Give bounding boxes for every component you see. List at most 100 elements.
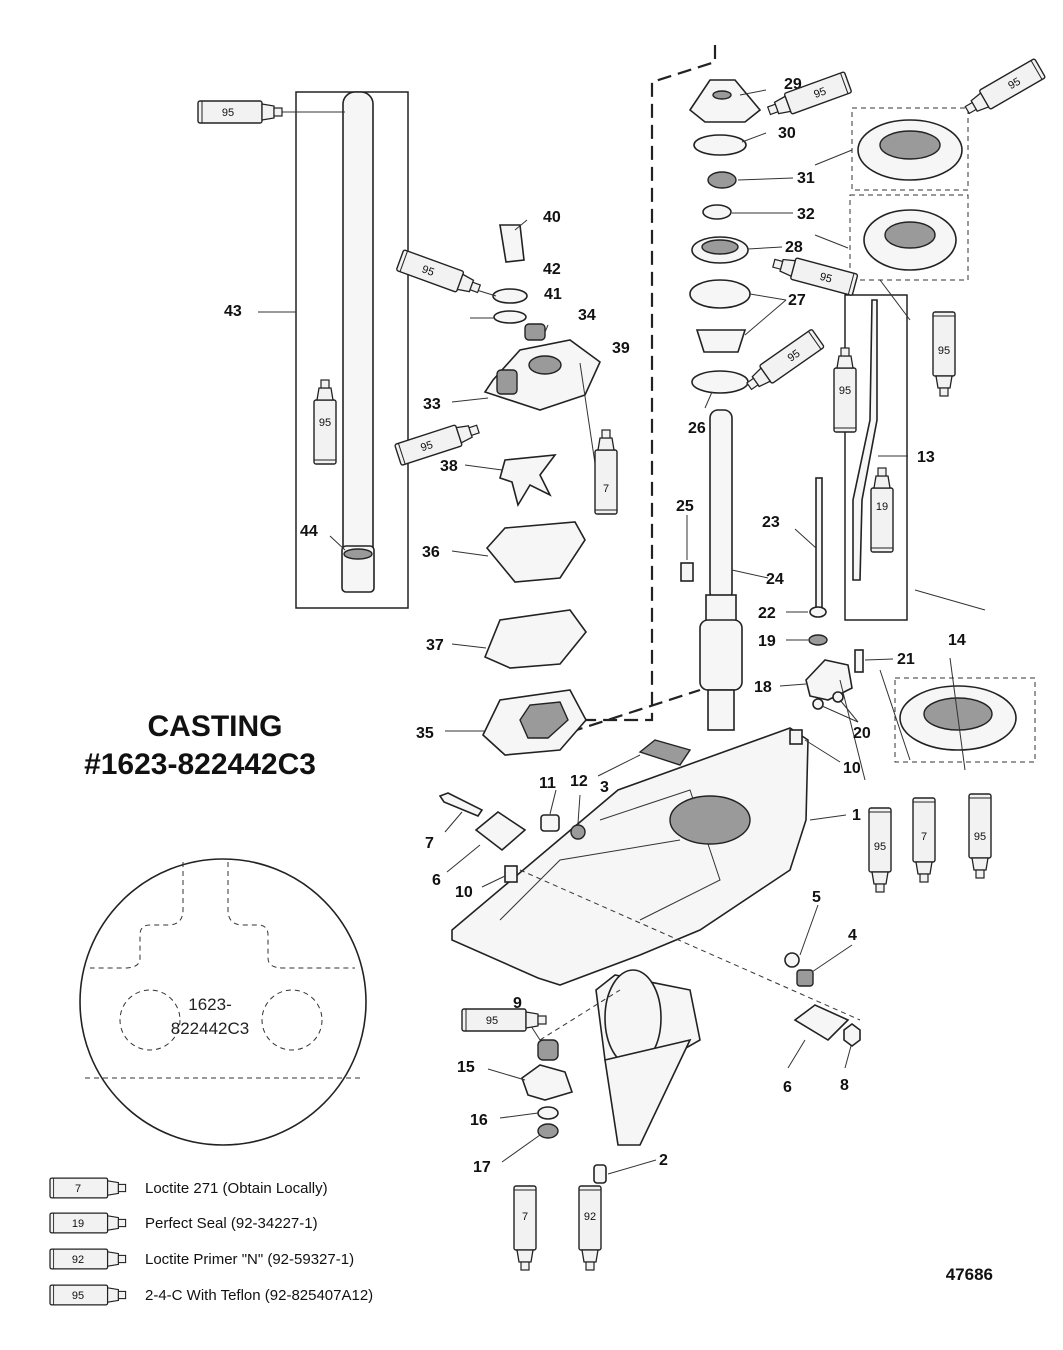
washer-22 [809, 606, 827, 618]
oring-26 [691, 370, 749, 394]
svg-text:19: 19 [72, 1218, 84, 1230]
anode-6 [474, 811, 527, 852]
tube-label: 95 [222, 107, 234, 119]
figure-number: 47686 [946, 1265, 993, 1284]
callout-31: 31 [797, 170, 815, 187]
callout-10a: 10 [455, 884, 473, 901]
callout-33: 33 [423, 396, 441, 413]
washer-32 [702, 204, 732, 220]
shift-rod-13 [852, 299, 878, 581]
callout-2: 2 [659, 1152, 668, 1169]
tube-label: 95 [874, 841, 886, 853]
tube-label: 95 [419, 439, 434, 454]
svg-text:Loctite Primer "N" (92-59327-1: Loctite Primer "N" (92-59327-1) [145, 1251, 354, 1268]
plug-11 [540, 814, 560, 832]
washer-20b [812, 698, 824, 710]
seal-31 [707, 171, 737, 189]
callout-40: 40 [543, 209, 561, 226]
tube-label: 95 [818, 271, 833, 286]
callout-15: 15 [457, 1059, 475, 1076]
callout-1: 1 [852, 807, 861, 824]
callout-37: 37 [426, 637, 444, 654]
washer-16 [537, 1106, 559, 1120]
plug-4 [796, 969, 814, 987]
oring-30 [693, 134, 747, 156]
callout-13: 13 [917, 449, 935, 466]
tube-label: 95 [486, 1015, 498, 1027]
lubricant-legend: 7 Loctite 271 (Obtain Locally) 19 Perfec… [49, 1177, 373, 1306]
callout-21: 21 [897, 651, 915, 668]
gasket-36 [485, 521, 586, 583]
svg-text:2-4-C With Teflon (92-825407A: 2-4-C With Teflon (92-825407A12) [145, 1287, 373, 1304]
legend-row-19: 19 Perfect Seal (92-34227-1) [49, 1212, 318, 1234]
tube-label: 95 [1006, 76, 1023, 93]
leader-lines [258, 89, 966, 1175]
callout-38: 38 [440, 458, 458, 475]
callout-6b: 6 [783, 1079, 792, 1096]
callout-26: 26 [688, 420, 706, 437]
screw-2 [593, 1164, 607, 1184]
anode-6b [793, 1004, 850, 1042]
seal-41 [493, 310, 527, 324]
callout-25: 25 [676, 498, 694, 515]
svg-text:7: 7 [75, 1183, 81, 1195]
callout-19a: 19 [758, 633, 776, 650]
impeller [499, 454, 557, 508]
casting-title-line2: #1623-822442C3 [84, 748, 316, 781]
callout-36: 36 [422, 544, 440, 561]
nut-17 [537, 1123, 559, 1139]
casting-detail-circle: 1623- 822442C3 [79, 858, 367, 1146]
callout-28: 28 [785, 239, 803, 256]
tube-label: 7 [603, 483, 609, 495]
cap-29 [688, 79, 762, 123]
callout-20: 20 [853, 725, 871, 742]
block-3 [638, 739, 692, 766]
washer-20a [832, 691, 844, 703]
casting-detail-line1: 1623- [188, 995, 231, 1014]
gearcase-housing [451, 727, 809, 986]
callout-16: 16 [470, 1112, 488, 1129]
legend-row-92: 92 Loctite Primer "N" (92-59327-1) [49, 1248, 354, 1270]
callout-34: 34 [578, 307, 596, 324]
callout-39: 39 [612, 340, 630, 357]
key-25 [680, 562, 694, 582]
washer-5 [784, 952, 800, 968]
shift-rod-frame [844, 294, 908, 621]
callout-22: 22 [758, 605, 776, 622]
callout-6a: 6 [432, 872, 441, 889]
washer-19 [808, 634, 828, 646]
tube-label: 95 [974, 831, 986, 843]
callout-11: 11 [539, 775, 556, 792]
svg-text:Loctite 271 (Obtain Locally): Loctite 271 (Obtain Locally) [145, 1180, 328, 1197]
shift-crank-18 [805, 659, 853, 701]
legend-row-7: 7 Loctite 271 (Obtain Locally) [49, 1177, 328, 1199]
gear-15 [521, 1064, 574, 1101]
callout-10b: 10 [843, 760, 861, 777]
svg-text:92: 92 [72, 1254, 84, 1266]
callout-44: 44 [300, 523, 318, 540]
bearing-cup-27 [689, 279, 751, 309]
cotter-14 [914, 589, 986, 611]
nut-8 [843, 1023, 861, 1047]
driveshaft [342, 91, 374, 563]
seal-42 [492, 288, 528, 304]
callout-3: 3 [600, 779, 609, 796]
callout-27: 27 [788, 292, 806, 309]
svg-text:Perfect Seal (92-34227-1): Perfect Seal (92-34227-1) [145, 1215, 318, 1232]
tube-label: 95 [786, 348, 803, 365]
tube-label: 92 [584, 1211, 596, 1223]
callout-labels: 1 2 3 4 5 6 6 7 8 9 10 10 11 12 13 14 15… [224, 76, 966, 1176]
callout-12: 12 [570, 773, 588, 790]
casting-detail-line2: 822442C3 [171, 1019, 249, 1038]
washer-12 [570, 824, 586, 840]
callout-43: 43 [224, 303, 242, 320]
grommet-34 [524, 323, 546, 341]
callout-23: 23 [762, 514, 780, 531]
callout-41: 41 [544, 286, 562, 303]
skeg [604, 1038, 692, 1146]
tube-label: 7 [522, 1211, 528, 1223]
pin-10b [789, 729, 803, 745]
callout-5: 5 [812, 889, 821, 906]
callout-14: 14 [948, 632, 966, 649]
